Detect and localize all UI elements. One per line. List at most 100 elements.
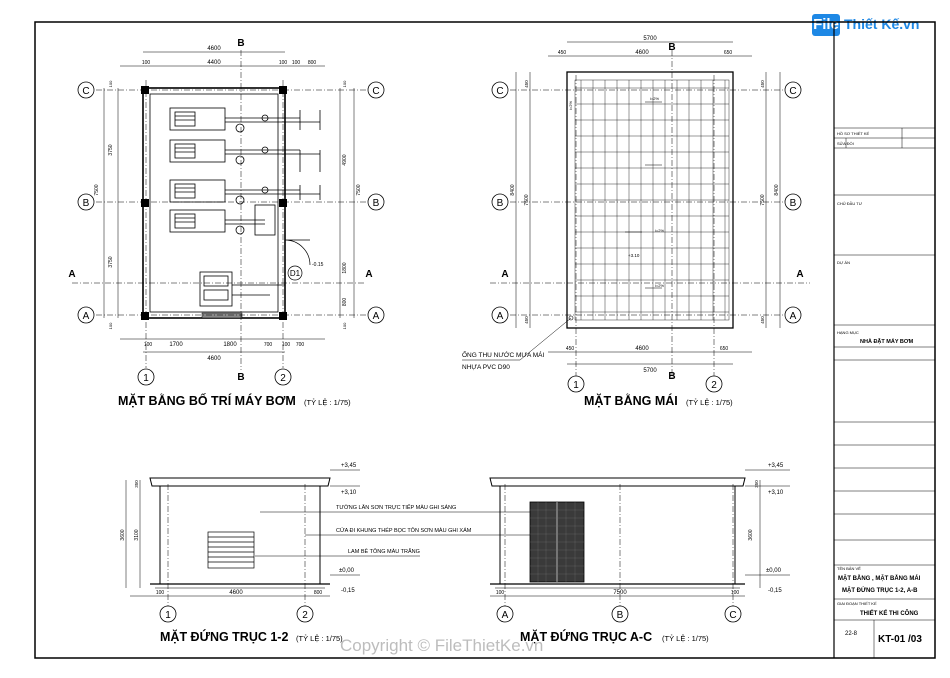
column-a1 [141, 312, 149, 320]
plan-top-dim-r1: 100 [292, 60, 301, 66]
elev1-bot-dim-1: 100 [156, 590, 165, 596]
elev2-h-dim-2: 3600 [748, 529, 754, 540]
plan-scale: (TỶ LỆ : 1/75) [304, 398, 351, 407]
roof-section-a-left: A [501, 269, 508, 280]
plan-bot-dim-3: 1800 [223, 342, 237, 348]
plan-section-b-top: B [237, 38, 244, 49]
note-concrete-louvre: LAM BÊ TÔNG MÀU TRẮNG [348, 547, 420, 555]
elev2-grid-a: A [502, 610, 509, 621]
roof-bot-dim-2: 4600 [635, 346, 649, 352]
plan-left-total: 7500 [94, 184, 100, 195]
roof-bot-dim-3: 650 [720, 346, 729, 352]
roof-left-dim-2: 7500 [524, 194, 530, 205]
roof-grid-1: 1 [573, 380, 579, 391]
roof-top-dim-2: 4600 [635, 50, 649, 56]
roof-left-total: 8400 [510, 184, 516, 195]
plan-grid-1: 1 [143, 373, 149, 384]
elev2-level-3: ±0,00 [766, 568, 782, 574]
plan-bot-dim-4: 700 [264, 342, 273, 348]
elev1-grid-1: 1 [165, 610, 171, 621]
elev1-h-dim-2: 3600 [120, 529, 126, 540]
plan-left-small-1: 100 [108, 80, 113, 87]
plan-section-b-bottom: B [237, 372, 244, 383]
plan-top-dim-2: 4400 [207, 60, 221, 66]
tb-design-docs: HỒ SƠ THIẾT KẾ [837, 131, 870, 136]
downpipe-icon [568, 315, 574, 321]
plan-grid-2: 2 [280, 373, 286, 384]
door-tag: D1 [290, 269, 301, 278]
elevation-a-c: 350 3600 100 7500 100 +3,45 +3,10 ±0,00 … [489, 463, 790, 644]
tb-project: DỰ ÁN [837, 260, 850, 265]
roof-slope-1: i=2% [650, 96, 659, 101]
title-block [834, 127, 935, 658]
plan-right-dim-1: 4900 [342, 154, 348, 165]
roof-left-dim-3: 450 [524, 316, 529, 324]
elev1-wall [159, 485, 321, 585]
roof-section-b-bottom: B [668, 371, 675, 382]
elev1-h-dim-3: 3100 [134, 529, 140, 540]
downpipe-note-2: NHỰA PVC D90 [462, 364, 510, 371]
elev1-title: MẶT ĐỨNG TRỤC 1-2 [160, 629, 288, 644]
plan-grid-b-left: B [83, 198, 90, 209]
elev2-h-dim-1: 350 [754, 480, 759, 488]
plan-bot-dim-5: 100 [282, 342, 291, 348]
elev2-level-1: +3,45 [768, 463, 784, 469]
elevation-1-2: 350 3600 3100 100 4600 800 +3,45 +3,10 ±… [120, 463, 360, 644]
plan-left-dim-1: 3750 [108, 144, 114, 155]
concrete-louvre [207, 531, 255, 569]
steel-door [529, 501, 585, 583]
logo-badge: File [812, 14, 840, 36]
tb-drawing-label: TÊN BẢN VẼ [837, 566, 861, 571]
elev1-h-dim-1: 350 [134, 480, 139, 488]
roof-section-b-top: B [668, 42, 675, 53]
plan-section-a-left: A [68, 269, 75, 280]
material-notes: TƯỜNG LĂN SƠN TRỰC TIẾP MÀU GHI SÁNG CỬA… [255, 504, 550, 557]
roof-right-dim-2: 7500 [760, 194, 766, 205]
roof-grid-c-right: C [789, 86, 796, 97]
elev2-title: MẶT ĐỨNG TRỤC A-C [520, 629, 652, 644]
logo-text: Thiết Kế.vn [844, 16, 920, 32]
elev1-scale: (TỶ LỆ : 1/75) [296, 634, 343, 643]
note-wall-paint: TƯỜNG LĂN SƠN TRỰC TIẾP MÀU GHI SÁNG [336, 504, 456, 511]
plan-top-dim-3: 100 [279, 60, 288, 66]
plan-bot-dim-6: 700 [296, 342, 305, 348]
plan-top-dim-r2: 800 [308, 60, 317, 66]
roof-grid-2: 2 [711, 380, 717, 391]
roof-right-total: 8400 [774, 184, 780, 195]
plan-top-dim-1: 100 [142, 60, 151, 66]
elev2-roof-slab [489, 477, 746, 487]
door-tag-circle [287, 265, 303, 281]
roof-grid-b-left: B [497, 198, 504, 209]
roof-grid-b-right: B [790, 198, 797, 209]
column-b1 [141, 199, 149, 207]
plan-grid-c-right: C [372, 86, 379, 97]
roof-left-dim-1: 450 [524, 80, 529, 88]
tb-sheet-no: KT-01 /03 [878, 634, 922, 645]
roof-right-dim-1: 450 [760, 80, 765, 88]
roof-scale: (TỶ LỆ : 1/75) [686, 398, 733, 407]
plan-level: -0.15 [312, 262, 324, 268]
elev2-level-4: -0,15 [768, 588, 782, 594]
roof-slope-3: i=2% [655, 283, 664, 288]
elev1-bot-dim-2: 4600 [229, 590, 243, 596]
sheet-border [34, 21, 936, 659]
roof-plan: i=2% i=2% i=2% i=2% +3.10 ỐNG THU NƯỚC M… [462, 36, 810, 408]
plan-window [201, 312, 243, 319]
roof-slope-2: i=2% [655, 228, 664, 233]
elev1-bot-dim-3: 800 [314, 590, 323, 596]
tb-drawing-name-1: MẶT BẰNG , MẶT BẰNG MÁI [838, 574, 921, 582]
elev2-grid-b: B [617, 610, 624, 621]
watermark: Copyright © FileThietKe.vn [340, 636, 544, 655]
plan-right-small-1: 100 [342, 80, 347, 87]
elev2-scale: (TỶ LỆ : 1/75) [662, 634, 709, 643]
plan-right-dim-3: 800 [342, 298, 348, 307]
plan-top-total: 4600 [207, 46, 221, 52]
tb-item-name: NHÀ ĐẶT MÁY BƠM [860, 338, 914, 345]
roof-section-a-right: A [796, 269, 803, 280]
plan-section-a-right: A [365, 269, 372, 280]
plan-grid-a-left: A [83, 311, 90, 322]
roof-title: MẶT BẰNG MÁI [584, 393, 678, 408]
elev2-bot-dim-2: 7500 [613, 590, 627, 596]
elev1-grid-2: 2 [302, 610, 308, 621]
